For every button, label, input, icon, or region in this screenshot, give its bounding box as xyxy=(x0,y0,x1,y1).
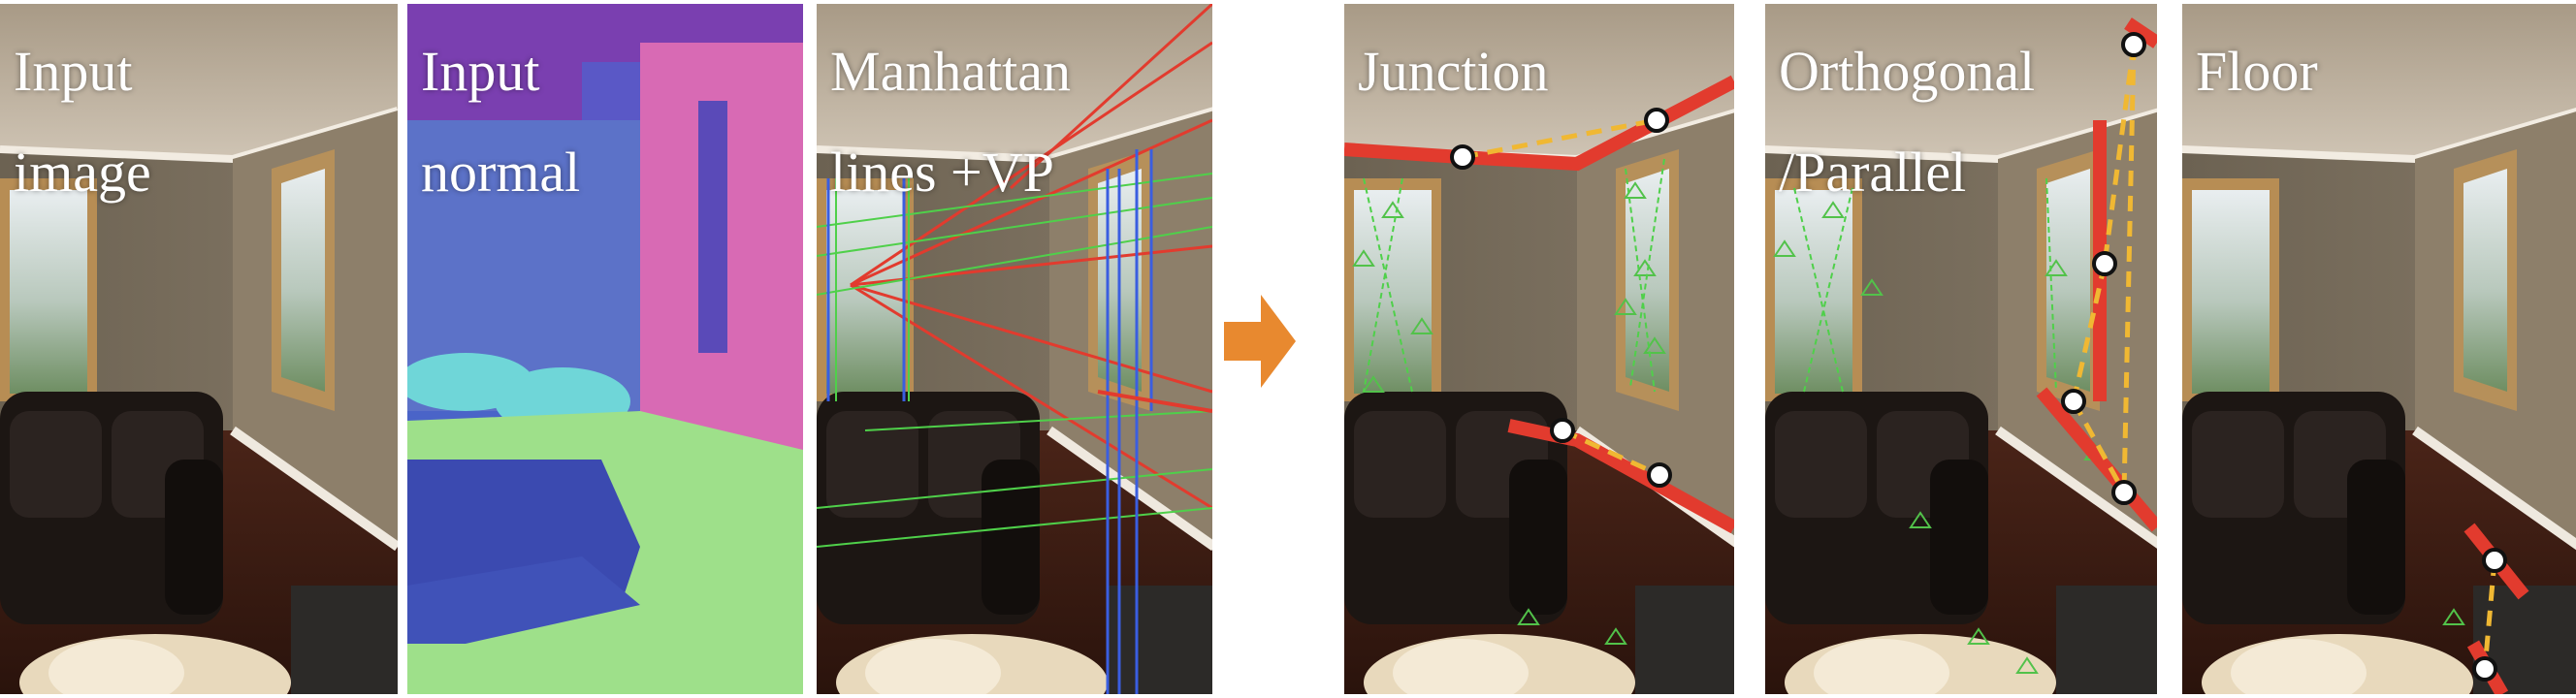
panel-junction: Junction xyxy=(1344,4,1734,694)
panel-label: Input normal xyxy=(421,40,581,204)
panel-label: Manhattan lines +VP xyxy=(830,40,1072,204)
panel-manhattan: Manhattan lines +VP xyxy=(817,4,1212,694)
panel-orthogonal: Orthogonal /Parallel xyxy=(1765,4,2157,694)
panel-label: Floor xyxy=(2196,40,2318,103)
circle-marker-icon xyxy=(2472,548,2507,682)
manhattan-overlay xyxy=(817,4,1212,694)
junction-overlay xyxy=(1344,4,1734,694)
panel-label: Junction xyxy=(1358,40,1549,103)
panel-input-image: Input image xyxy=(0,4,398,694)
panel-label: Orthogonal /Parallel xyxy=(1779,40,2036,204)
panel-input-normal: Input normal xyxy=(407,4,803,694)
circle-marker-icon xyxy=(2061,32,2146,505)
panel-floor: Floor xyxy=(2182,4,2576,694)
floor-overlay xyxy=(2182,4,2576,694)
panel-label: Input image xyxy=(14,40,151,204)
circle-marker-icon xyxy=(1450,108,1672,488)
right-arrow-icon xyxy=(1224,295,1296,388)
orthogonal-overlay xyxy=(1765,4,2157,694)
normal-map xyxy=(407,4,803,694)
